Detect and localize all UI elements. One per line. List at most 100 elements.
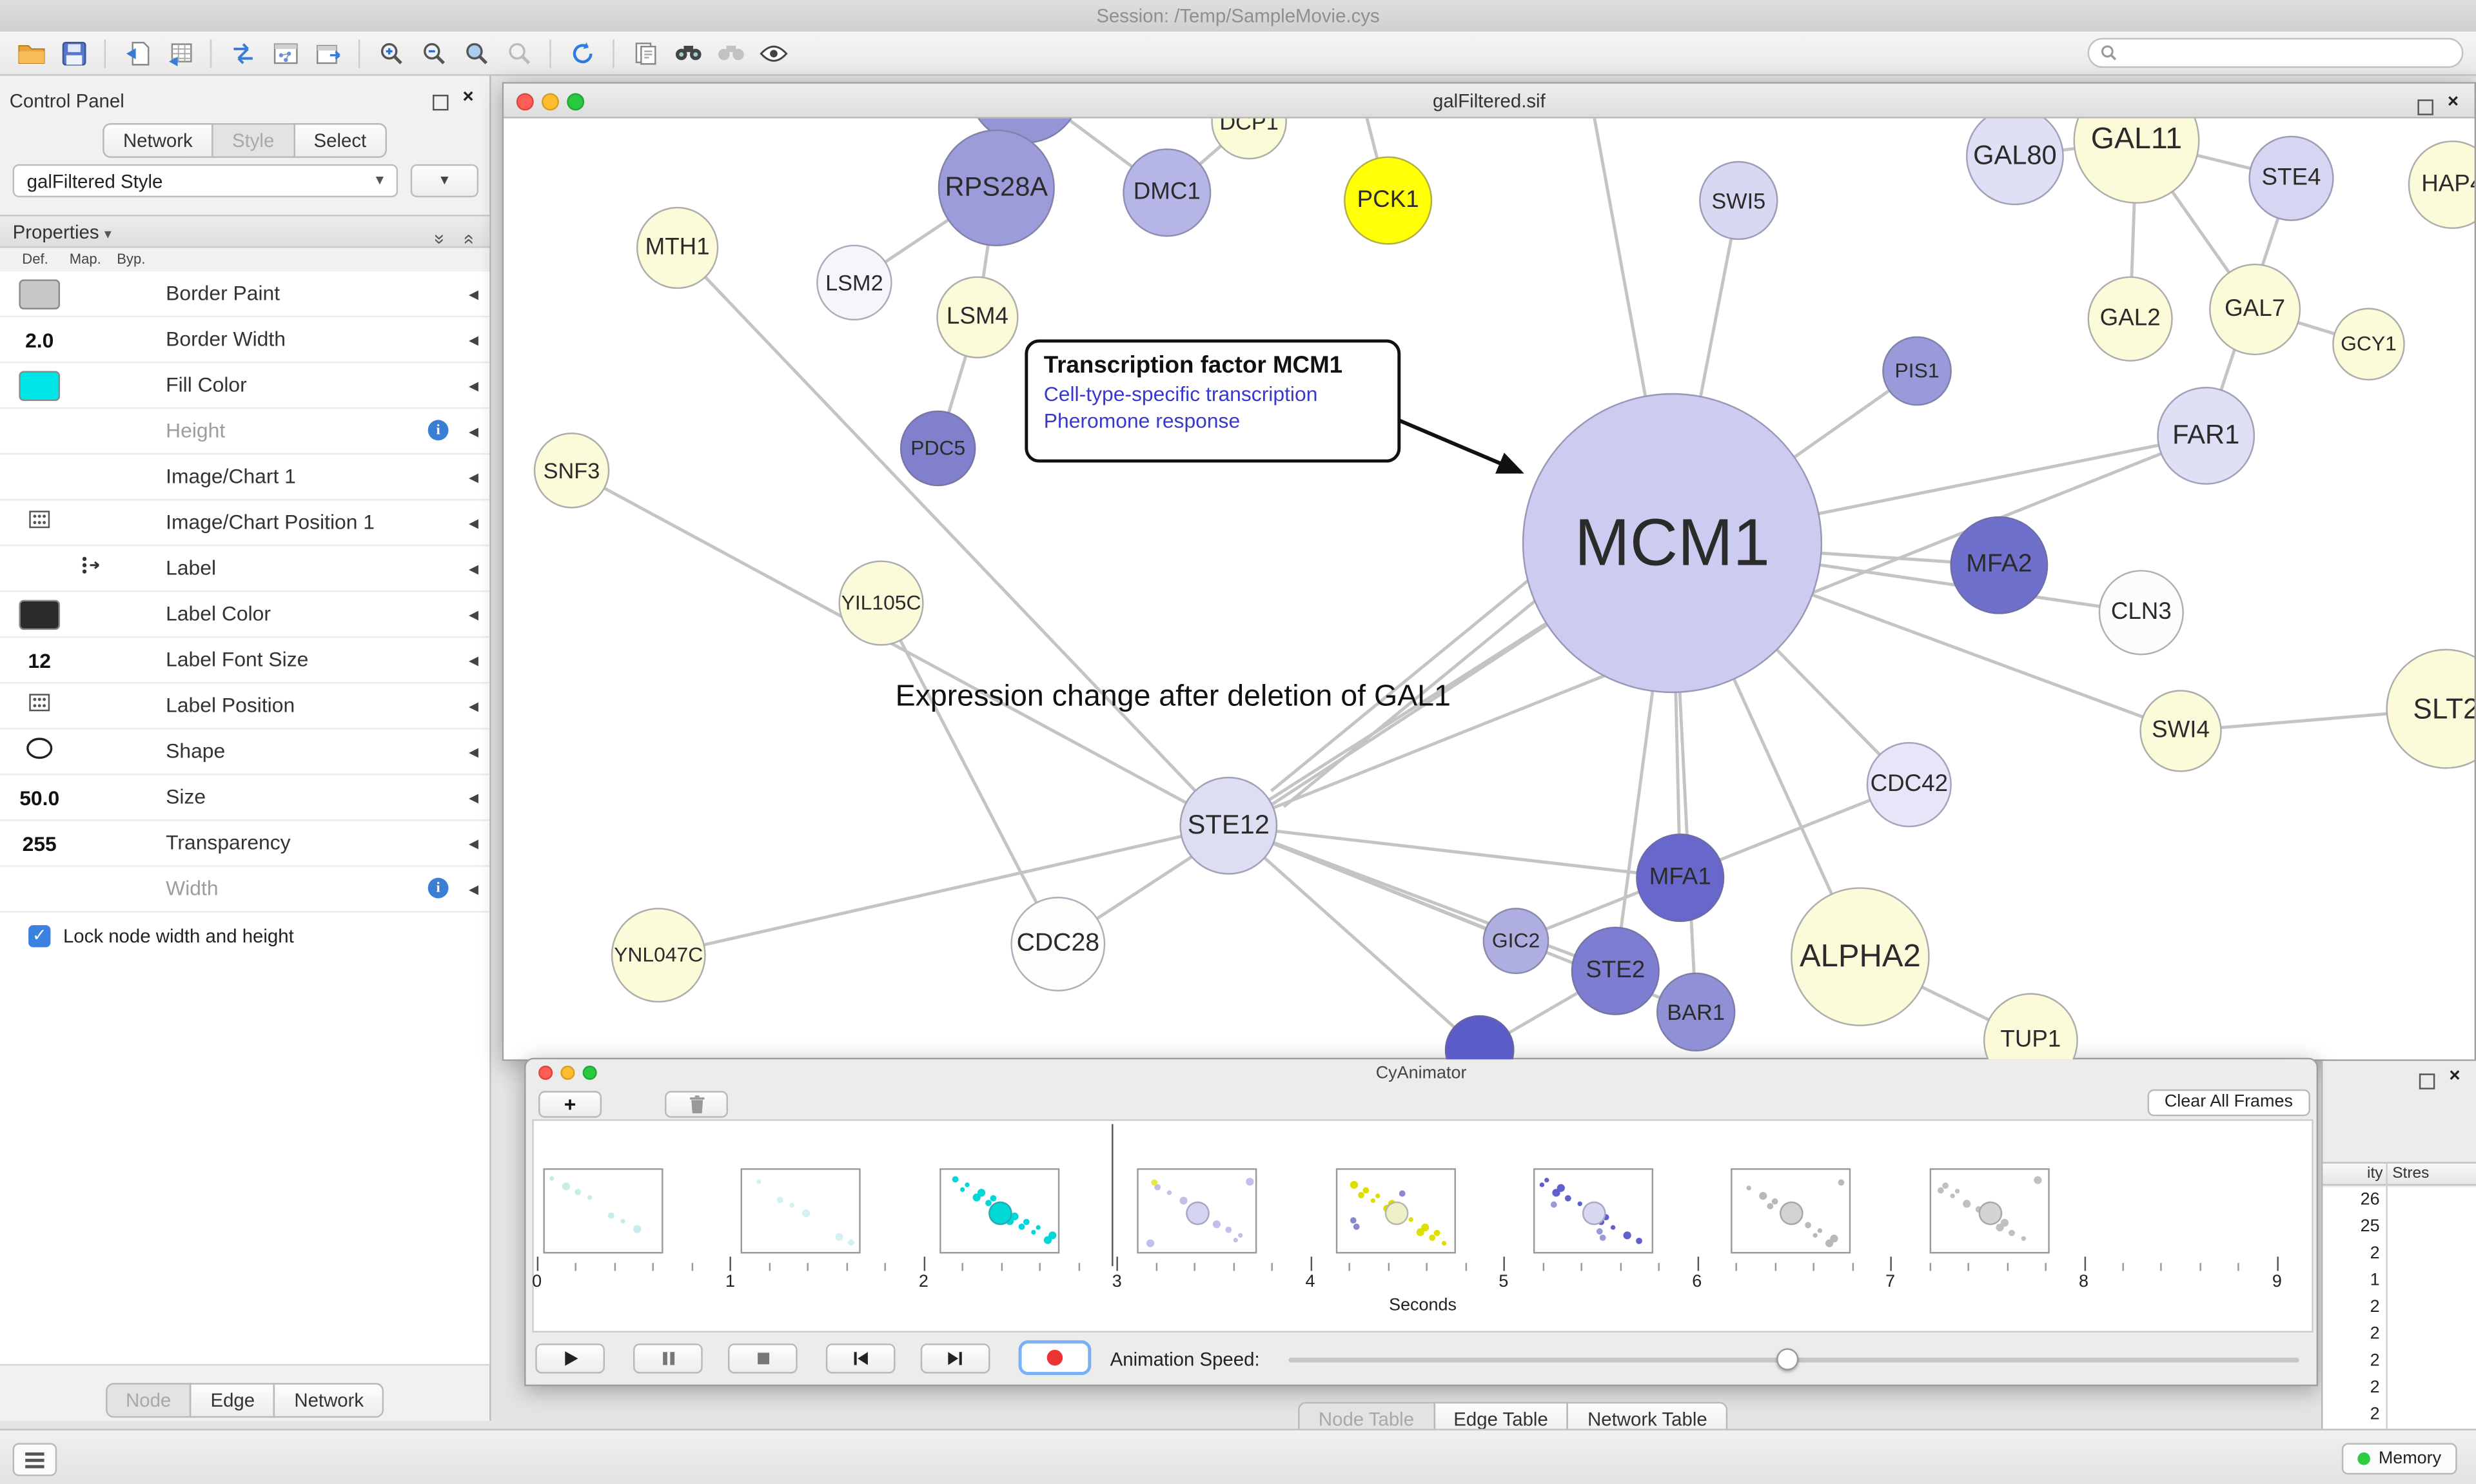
previous-frame-button[interactable] bbox=[825, 1343, 896, 1374]
column-header-centrality[interactable]: ity bbox=[2367, 1165, 2383, 1183]
animation-speed-slider-thumb[interactable] bbox=[1776, 1348, 1799, 1371]
minimize-window-button[interactable] bbox=[542, 93, 559, 111]
table-row[interactable]: 2 bbox=[2323, 1322, 2476, 1349]
network-node-lsm2[interactable]: LSM2 bbox=[816, 244, 892, 321]
property-bypass-cell[interactable] bbox=[113, 454, 158, 499]
memory-button[interactable]: Memory bbox=[2342, 1443, 2457, 1475]
property-default-cell[interactable] bbox=[10, 546, 70, 591]
clear-all-frames-button[interactable]: Clear All Frames bbox=[2147, 1089, 2310, 1117]
property-mapping-cell[interactable] bbox=[70, 363, 114, 407]
zoom-window-button[interactable] bbox=[582, 1066, 597, 1080]
property-default-cell[interactable]: 255 bbox=[10, 821, 70, 865]
float-table-icon[interactable] bbox=[2419, 1069, 2435, 1097]
network-node-lsm4[interactable]: LSM4 bbox=[936, 276, 1019, 358]
network-node-cln3[interactable]: CLN3 bbox=[2098, 570, 2184, 656]
animation-frame-thumbnail-0[interactable] bbox=[543, 1168, 663, 1254]
tab-select[interactable]: Select bbox=[293, 123, 388, 158]
export-arrows-icon[interactable] bbox=[221, 34, 264, 72]
annotation-link-2[interactable]: Pheromone response bbox=[1043, 409, 1241, 433]
close-panel-icon[interactable]: × bbox=[462, 85, 474, 108]
property-bypass-cell[interactable] bbox=[113, 683, 158, 728]
task-history-button[interactable] bbox=[12, 1443, 57, 1476]
network-node-gal80[interactable]: GAL80 bbox=[1965, 118, 2064, 206]
animation-frame-thumbnail-2[interactable] bbox=[939, 1168, 1059, 1254]
tab-node[interactable]: Node bbox=[105, 1383, 192, 1418]
style-property-row-label-position[interactable]: Label Position◀ bbox=[0, 683, 490, 730]
network-node-ynl047c[interactable]: YNL047C bbox=[611, 908, 706, 1003]
network-node-cdc42[interactable]: CDC42 bbox=[1866, 742, 1952, 828]
expand-arrow-icon[interactable]: ◀ bbox=[468, 516, 479, 531]
animation-frame-thumbnail-3[interactable] bbox=[1137, 1168, 1257, 1254]
tab-network-bottom[interactable]: Network bbox=[273, 1383, 384, 1418]
network-node-pdc5[interactable]: PDC5 bbox=[899, 410, 976, 487]
record-button[interactable] bbox=[1018, 1340, 1092, 1376]
animation-frame-thumbnail-5[interactable] bbox=[1533, 1168, 1654, 1254]
zoom-out-icon[interactable] bbox=[412, 34, 455, 72]
delete-frame-button[interactable] bbox=[665, 1091, 728, 1118]
close-view-icon[interactable]: × bbox=[2447, 90, 2459, 112]
expand-all-icon[interactable]: » bbox=[457, 233, 479, 245]
network-node-mth1[interactable]: MTH1 bbox=[636, 206, 719, 289]
network-node-alpha2[interactable]: ALPHA2 bbox=[1791, 887, 1930, 1026]
network-node-ste2[interactable]: STE2 bbox=[1571, 926, 1660, 1015]
first-neighbors-disabled-icon[interactable] bbox=[709, 34, 752, 72]
network-node-mfa1[interactable]: MFA1 bbox=[1636, 834, 1725, 923]
property-bypass-cell[interactable] bbox=[113, 363, 158, 407]
property-default-cell[interactable] bbox=[10, 409, 70, 453]
search-box[interactable] bbox=[2087, 37, 2464, 68]
property-bypass-cell[interactable] bbox=[113, 592, 158, 636]
float-panel-icon[interactable] bbox=[433, 90, 449, 119]
style-options-button[interactable]: ▾ bbox=[410, 164, 479, 198]
save-session-icon[interactable] bbox=[52, 34, 95, 72]
network-node-pis1[interactable]: PIS1 bbox=[1882, 336, 1952, 406]
expand-arrow-icon[interactable]: ◀ bbox=[468, 699, 479, 714]
expand-arrow-icon[interactable]: ◀ bbox=[468, 424, 479, 439]
expand-arrow-icon[interactable]: ◀ bbox=[468, 378, 479, 393]
expand-arrow-icon[interactable]: ◀ bbox=[468, 287, 479, 302]
property-default-cell[interactable]: 12 bbox=[10, 638, 70, 682]
close-window-button[interactable] bbox=[516, 93, 534, 111]
property-mapping-cell[interactable] bbox=[70, 775, 114, 819]
expand-arrow-icon[interactable]: ◀ bbox=[468, 653, 479, 668]
property-bypass-cell[interactable] bbox=[113, 866, 158, 911]
network-node-swi4[interactable]: SWI4 bbox=[2139, 690, 2222, 772]
table-row[interactable]: 2 bbox=[2323, 1375, 2476, 1402]
table-row[interactable]: 25 bbox=[2323, 1214, 2476, 1241]
expand-arrow-icon[interactable]: ◀ bbox=[468, 333, 479, 347]
first-neighbors-icon[interactable] bbox=[666, 34, 709, 72]
animation-frame-thumbnail-1[interactable] bbox=[741, 1168, 861, 1254]
property-mapping-cell[interactable] bbox=[70, 729, 114, 774]
expand-arrow-icon[interactable]: ◀ bbox=[468, 470, 479, 485]
property-default-cell[interactable]: 2.0 bbox=[10, 317, 70, 362]
network-node-slt2[interactable]: SLT2 bbox=[2386, 649, 2475, 769]
import-network-icon[interactable] bbox=[115, 34, 158, 72]
network-node-gal7[interactable]: GAL7 bbox=[2209, 263, 2301, 356]
property-bypass-cell[interactable] bbox=[113, 317, 158, 362]
minimize-window-button[interactable] bbox=[560, 1066, 575, 1080]
property-default-cell[interactable] bbox=[10, 500, 70, 545]
zoom-fit-icon[interactable] bbox=[455, 34, 497, 72]
timeline-playhead[interactable] bbox=[1112, 1124, 1114, 1267]
column-header-stress[interactable]: Stres bbox=[2392, 1165, 2430, 1183]
property-bypass-cell[interactable] bbox=[113, 821, 158, 865]
property-mapping-cell[interactable] bbox=[70, 317, 114, 362]
property-default-cell[interactable]: 50.0 bbox=[10, 775, 70, 819]
style-property-row-label-color[interactable]: Label Color◀ bbox=[0, 592, 490, 638]
property-default-cell[interactable] bbox=[10, 866, 70, 911]
network-node-ste12[interactable]: STE12 bbox=[1179, 776, 1278, 875]
network-node-bar1[interactable]: BAR1 bbox=[1656, 972, 1736, 1052]
network-node-far1[interactable]: FAR1 bbox=[2157, 387, 2255, 485]
float-view-icon[interactable] bbox=[2417, 95, 2433, 123]
table-row[interactable]: 2 bbox=[2323, 1294, 2476, 1322]
show-hide-icon[interactable] bbox=[752, 34, 794, 72]
property-bypass-cell[interactable] bbox=[113, 409, 158, 453]
expand-arrow-icon[interactable]: ◀ bbox=[468, 836, 479, 852]
close-window-button[interactable] bbox=[538, 1066, 553, 1080]
play-button[interactable] bbox=[535, 1343, 605, 1374]
property-mapping-cell[interactable] bbox=[70, 821, 114, 865]
style-select[interactable]: galFiltered Style ▾ bbox=[12, 164, 398, 198]
property-bypass-cell[interactable] bbox=[113, 729, 158, 774]
